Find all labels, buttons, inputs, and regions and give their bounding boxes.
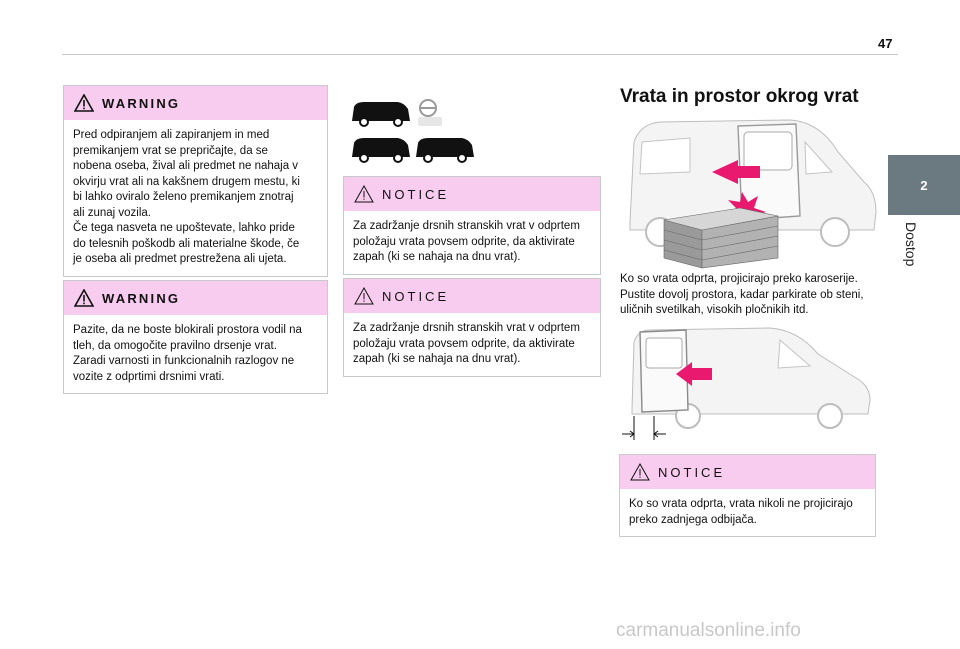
van-icon [416,138,474,163]
warning-title: WARNING [102,290,181,306]
text-line: zapah (ki se nahaja na dnu vrat). [353,251,521,263]
text-line: položaju vrata povsem odprite, da aktivi… [353,337,575,350]
top-rule [62,54,898,55]
van-door-wall-illustration [629,119,877,269]
text-line: položaju vrata povsem odprite, da aktivi… [353,235,575,248]
steering-wheel-icon [418,99,442,126]
notice-title: NOTICE [658,464,726,480]
notice-box-3: NOTICE Ko so vrata odprta, vrata nikoli … [619,454,876,537]
notice-icon [354,287,374,305]
text-line: nobena oseba, žival ali predmet ne nahaj… [73,160,299,172]
text-line: je oseba ali predmet prestrežena ali uje… [73,253,287,265]
watermark: carmanualsonline.info [616,620,801,641]
notice-text: Ko so vrata odprta, vrata nikoli ne proj… [620,489,875,536]
page-number: 47 [878,36,893,51]
text-line: bi lahko oviralo želeno premikanjem znot… [73,191,294,203]
text-line: premikanjem vrat se prepričajte, da se [73,144,268,157]
notice-header: NOTICE [344,177,600,211]
text-line: tleh, da omogočite pravilno drsenje vrat… [73,339,277,352]
text-line: Ko so vrata odprta, projicirajo preko ka… [620,273,858,285]
text-line: Pazite, da ne boste blokirali prostora v… [73,324,302,336]
warning-text: Pazite, da ne boste blokirali prostora v… [64,315,327,393]
section-heading: Vrata in prostor okrog vrat [620,86,859,107]
warning-text: Pred odpiranjem ali zapiranjem in med pr… [64,120,327,276]
warning-header: WARNING [64,86,327,120]
warning-box-1: WARNING Pred odpiranjem ali zapiranjem i… [63,85,328,277]
notice-icon [354,185,374,203]
warning-icon [74,289,94,307]
notice-title: NOTICE [382,288,450,304]
text-line: Če tega nasveta ne upoštevate, lahko pri… [73,222,295,234]
warning-title: WARNING [102,95,181,111]
arrow-icon [712,160,760,184]
van-icon [352,102,410,127]
text-line: Za zadržanje drsnih stranskih vrat v odp… [353,322,580,334]
chapter-label: Dostop [903,222,919,267]
notice-title: NOTICE [382,186,450,202]
text-line: vozite z odprtimi drsnimi vrati. [73,370,225,383]
warning-header: WARNING [64,281,327,315]
text-line: okvirju vrat ali na kakšnem drugem mestu… [73,175,300,188]
notice-box-2: NOTICE Za zadržanje drsnih stranskih vra… [343,278,601,377]
notice-box-1: NOTICE Za zadržanje drsnih stranskih vra… [343,176,601,275]
chapter-number: 2 [920,177,928,193]
text-line: Pustite dovolj prostora, kadar parkirate… [620,288,864,301]
vehicle-variants-figure [352,99,474,163]
van-door-clearance-illustration [622,327,871,440]
notice-icon [630,463,650,481]
chapter-tab[interactable]: 2 [888,155,960,215]
text-line: uličnih svetilkah, visokih pločnikih itd… [620,304,809,316]
text-line: Ko so vrata odprta, vrata nikoli ne proj… [629,498,853,510]
section-paragraph: Ko so vrata odprta, projicirajo preko ka… [620,272,882,319]
notice-header: NOTICE [620,455,875,489]
brick-wall [663,207,779,269]
text-line: do telesnih poškodb ali materialne škode… [73,237,300,250]
text-line: Pred odpiranjem ali zapiranjem in med [73,129,270,141]
text-line: Za zadržanje drsnih stranskih vrat v odp… [353,220,580,232]
notice-header: NOTICE [344,279,600,313]
impact-icon [728,192,766,226]
notice-text: Za zadržanje drsnih stranskih vrat v odp… [344,313,600,376]
notice-text: Za zadržanje drsnih stranskih vrat v odp… [344,211,600,274]
warning-icon [74,94,94,112]
text-line: preko zadnjega odbijača. [629,513,757,526]
text-line: Zaradi varnosti in funkcionalnih razlogo… [73,355,295,367]
van-icon [352,138,410,163]
warning-box-2: WARNING Pazite, da ne boste blokirali pr… [63,280,328,394]
text-line: ali zunaj vozila. [73,206,151,219]
text-line: zapah (ki se nahaja na dnu vrat). [353,353,521,365]
arrow-icon [676,362,712,386]
